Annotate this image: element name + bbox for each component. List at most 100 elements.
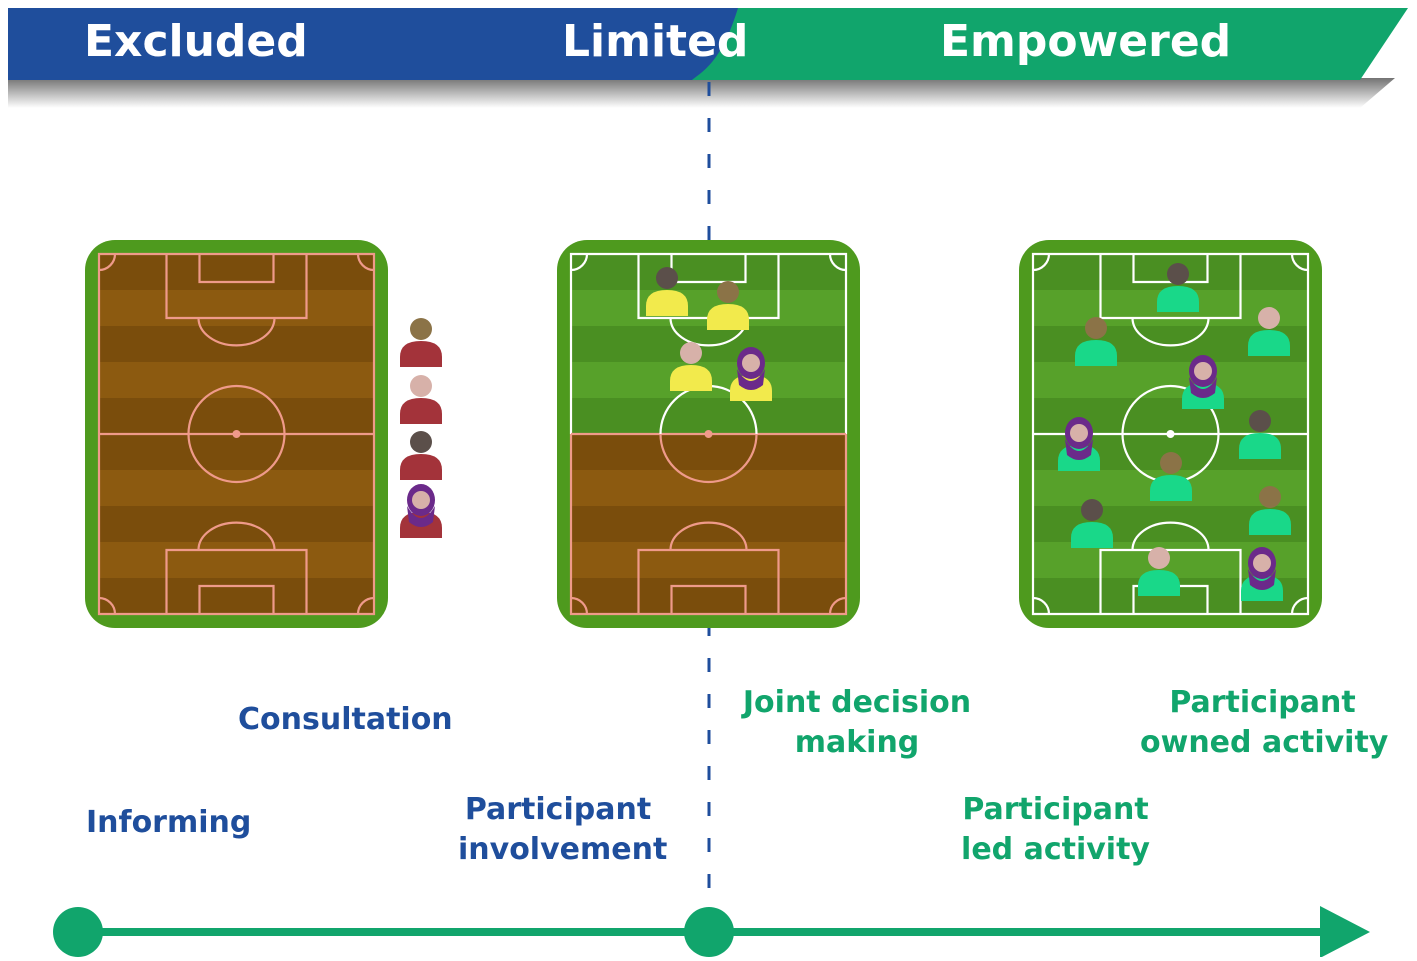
player-icon — [707, 281, 749, 330]
excluded-pitch — [85, 240, 442, 628]
corner-arc — [1032, 253, 1051, 272]
touchline — [97, 252, 376, 434]
player-icon — [1249, 486, 1291, 535]
player-shirt — [1248, 330, 1290, 356]
pitch-stripe — [571, 578, 846, 615]
player-icon — [400, 484, 442, 538]
penalty-area — [165, 548, 308, 614]
player-icon — [1075, 317, 1117, 366]
goal-area — [198, 584, 275, 614]
timeline-arrowhead-icon — [1320, 906, 1370, 958]
empowered-heading: Empowered — [940, 16, 1232, 67]
hijab-drape — [1189, 377, 1217, 398]
player-head — [1081, 499, 1103, 521]
corner-arc — [828, 596, 847, 615]
player-head — [410, 375, 432, 397]
player-icon — [1157, 263, 1199, 312]
goal-area — [198, 254, 275, 284]
player-shirt — [400, 398, 442, 424]
hijab-drape — [407, 506, 435, 527]
penalty-area — [637, 548, 780, 614]
player-head — [1085, 317, 1107, 339]
pitch-stripe — [99, 578, 374, 615]
player-shirt — [1075, 340, 1117, 366]
hijab-drape — [1065, 439, 1093, 460]
player-icon — [400, 318, 442, 367]
player-icon — [1138, 547, 1180, 596]
timeline-start-dot — [53, 907, 103, 957]
pitch-stripe — [571, 542, 846, 579]
penalty-area — [1099, 548, 1242, 614]
participant-led-activity-label: Participant led activity — [961, 792, 1150, 867]
consultation-label: Consultation — [238, 702, 453, 737]
pitch-stripe — [571, 326, 846, 363]
excluded-heading: Excluded — [84, 16, 308, 67]
corner-arc — [828, 253, 847, 272]
player-icon — [400, 375, 442, 424]
pitch-stripe — [99, 542, 374, 579]
corner-arc — [356, 253, 375, 272]
limited-heading: Limited — [562, 16, 749, 67]
player-head — [1160, 452, 1182, 474]
player-shirt — [1150, 475, 1192, 501]
penalty-arc — [669, 521, 748, 551]
player-head — [717, 281, 739, 303]
hijab-drape — [1248, 569, 1276, 590]
joint-decision-making-label: Joint decision making — [742, 685, 972, 760]
player-head — [680, 342, 702, 364]
player-icon — [1071, 499, 1113, 548]
pitch-stripe — [99, 434, 374, 471]
player-icon — [1150, 452, 1192, 501]
player-icon — [400, 431, 442, 480]
player-icon — [1182, 355, 1224, 409]
timeline-midpoint-dot — [684, 907, 734, 957]
touchline — [569, 252, 848, 434]
player-head — [1258, 307, 1280, 329]
penalty-area — [165, 254, 308, 320]
touchline — [569, 434, 848, 616]
player-icon — [1239, 410, 1281, 459]
corner-arc — [570, 596, 589, 615]
centre-circle — [187, 384, 286, 435]
player-shirt — [646, 290, 688, 316]
penalty-area — [1099, 254, 1242, 320]
empowered-band — [692, 8, 1408, 80]
corner-arc — [1032, 596, 1051, 615]
corner-arc — [570, 253, 589, 272]
player-head — [412, 491, 430, 509]
player-shirt — [707, 304, 749, 330]
player-shirt — [400, 341, 442, 367]
pitch-stripe — [99, 470, 374, 507]
player-icon — [1058, 417, 1100, 471]
pitches — [85, 240, 1322, 628]
player-shirt — [1239, 433, 1281, 459]
player-icon — [1241, 547, 1283, 601]
penalty-arc — [197, 521, 276, 551]
player-icon — [730, 347, 772, 401]
pitch-stripe — [571, 254, 846, 291]
player-head — [1249, 410, 1271, 432]
pitch-stripe — [571, 398, 846, 435]
pitch-stripe — [99, 326, 374, 363]
centre-circle — [659, 433, 758, 484]
centre-spot — [704, 430, 713, 438]
player-icon — [670, 342, 712, 391]
hijab-drape — [737, 369, 765, 390]
player-shirt — [1138, 570, 1180, 596]
centre-spot — [232, 430, 241, 438]
touchline — [1031, 252, 1310, 434]
centre-circle — [187, 433, 286, 484]
pitch-stripe — [99, 398, 374, 435]
player-head — [1070, 424, 1088, 442]
pitch-stripe — [99, 254, 374, 291]
corner-arc — [356, 596, 375, 615]
player-icon — [646, 267, 688, 316]
corner-arc — [98, 596, 117, 615]
penalty-arc — [1131, 521, 1210, 551]
centre-circle — [1121, 384, 1220, 435]
player-head — [410, 431, 432, 453]
player-head — [1253, 554, 1271, 572]
player-head — [410, 318, 432, 340]
